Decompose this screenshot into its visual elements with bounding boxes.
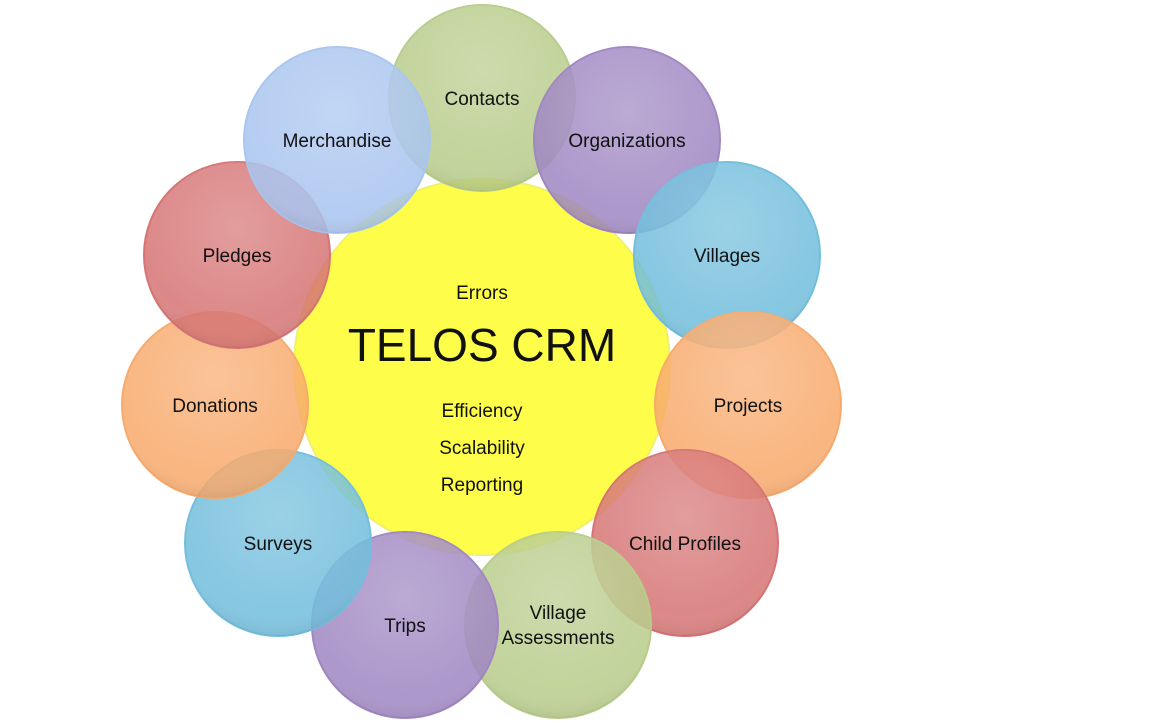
module-label: Surveys: [244, 534, 313, 555]
module-villages: [633, 161, 821, 349]
module-gloss: [122, 312, 308, 498]
module-label: Merchandise: [283, 131, 392, 152]
module-label: Assessments: [502, 628, 615, 649]
module-label: Child Profiles: [629, 534, 741, 555]
module-label: Pledges: [203, 246, 272, 267]
module-label: Village: [530, 603, 587, 624]
module-village-assessments: [464, 531, 652, 719]
module-label: Villages: [694, 246, 760, 267]
center-text: Errors TELOS CRM Efficiency Scalability …: [348, 283, 616, 496]
center-top-text: Errors: [456, 283, 508, 304]
benefit-reporting: Reporting: [441, 475, 523, 496]
module-gloss: [634, 162, 820, 348]
benefit-efficiency: Efficiency: [442, 401, 523, 422]
module-gloss: [244, 47, 430, 233]
module-label: Trips: [384, 616, 426, 637]
module-label: Contacts: [445, 89, 520, 110]
module-label: Donations: [172, 396, 258, 417]
center-title: TELOS CRM: [348, 319, 616, 371]
module-gloss: [389, 5, 575, 191]
module-label: Projects: [714, 396, 783, 417]
module-donations: [121, 311, 309, 499]
module-merchandise: [243, 46, 431, 234]
module-gloss: [465, 532, 651, 718]
module-label: Organizations: [568, 131, 685, 152]
benefit-scalability: Scalability: [439, 438, 525, 459]
